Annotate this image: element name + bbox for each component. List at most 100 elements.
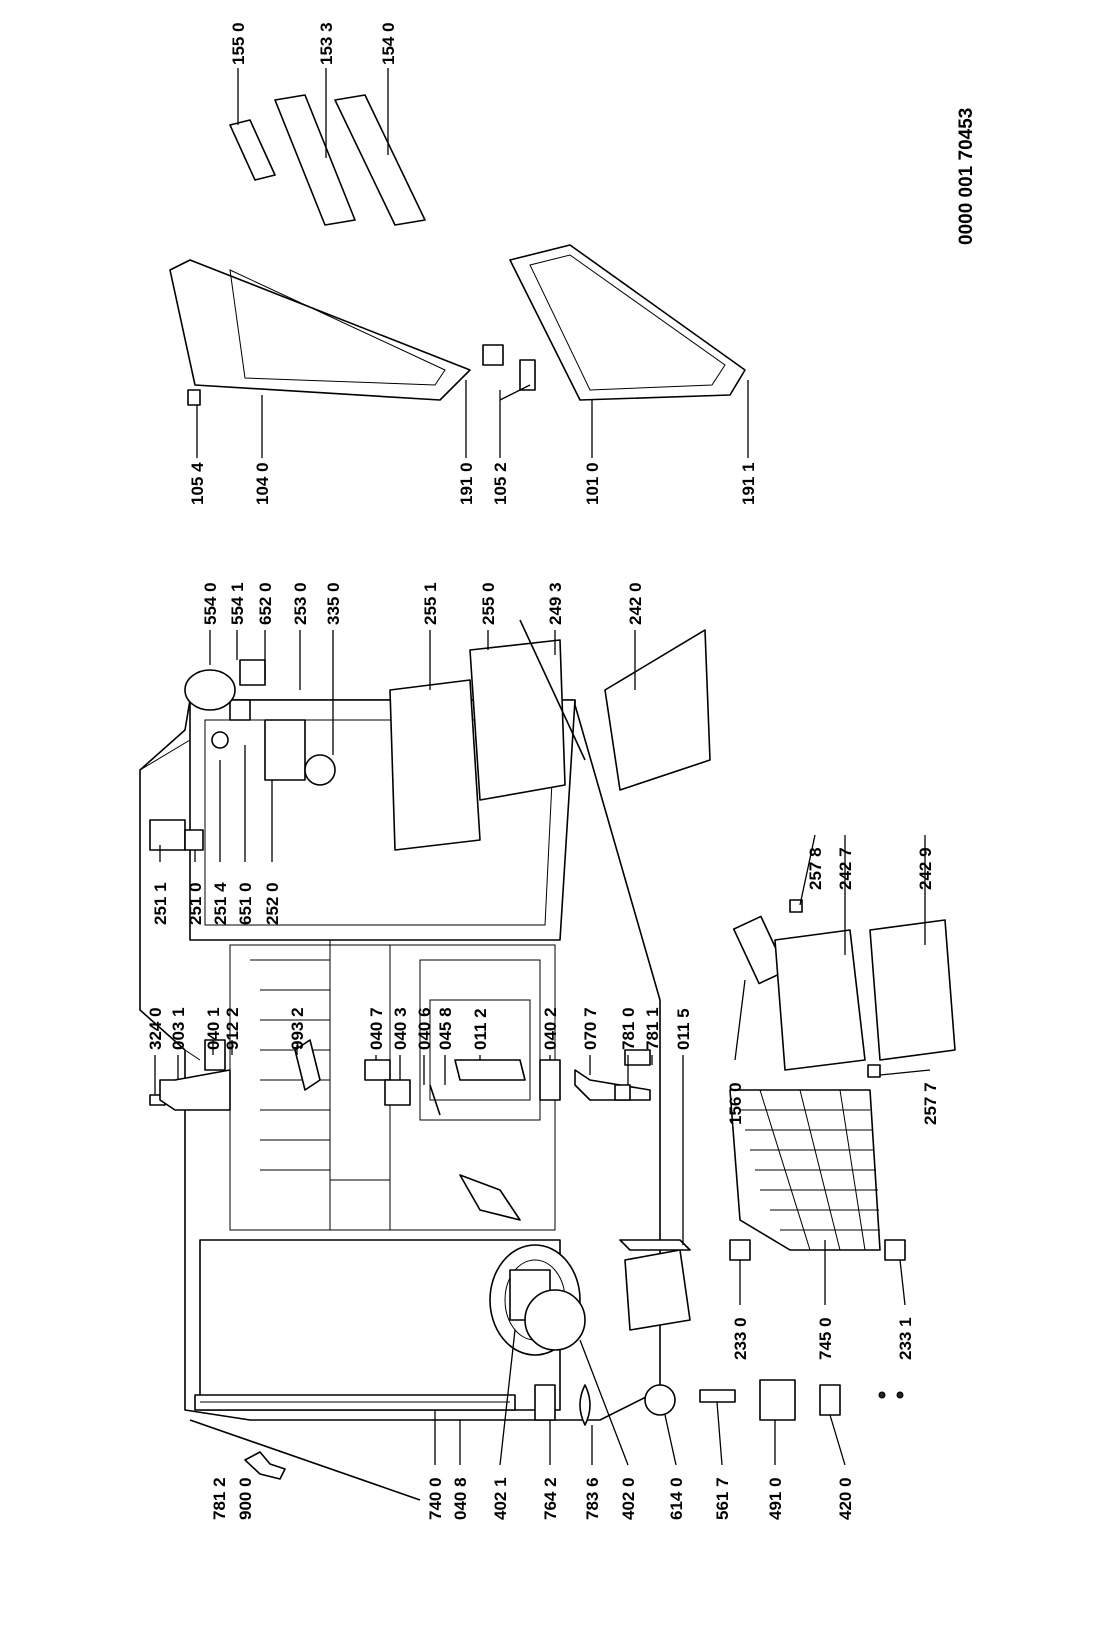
freezer-gasket-drawing — [529, 254, 726, 391]
label-105-2: 105 2 — [491, 462, 510, 505]
freezer-door-drawing — [509, 244, 746, 401]
capacitor-drawing — [819, 1384, 841, 1416]
screw-drawing — [429, 1084, 441, 1116]
fridge-gasket-drawing — [229, 269, 446, 386]
drawer-stop-bottom-drawing — [867, 1064, 881, 1078]
label-040-3: 040 3 — [391, 1007, 410, 1050]
label-561-7: 561 7 — [713, 1477, 732, 1520]
label-251-1: 251 1 — [151, 882, 170, 925]
small-knob-drawing — [614, 1084, 631, 1101]
label-900-0: 900 0 — [236, 1477, 255, 1520]
label-045-8: 045 8 — [436, 1007, 455, 1050]
hinge-block-drawing — [384, 1079, 411, 1106]
part-labels: 155 0 153 3 154 0 105 4 104 0 191 0 105 … — [146, 22, 977, 1520]
door-stop2-drawing — [519, 359, 536, 391]
label-781-2: 781 2 — [210, 1477, 229, 1520]
lamp-ring-drawing — [211, 731, 229, 749]
top-hinge-drawing — [159, 1069, 231, 1111]
label-781-1: 781 1 — [643, 1007, 662, 1050]
rail-drawing — [459, 1174, 521, 1221]
label-040-7: 040 7 — [367, 1007, 386, 1050]
label-040-1: 040 1 — [204, 1007, 223, 1050]
freezer-drawer-upper-drawing — [774, 929, 866, 1071]
compressor — [489, 1244, 586, 1356]
basket-clip2-drawing — [884, 1239, 906, 1261]
label-912-2: 912 2 — [223, 1007, 242, 1050]
door-bin-1-drawing — [274, 94, 356, 226]
label-740-0: 740 0 — [426, 1477, 445, 1520]
door-bin-2-drawing — [334, 94, 426, 226]
label-155-0: 155 0 — [229, 22, 248, 65]
condenser — [194, 1394, 516, 1411]
label-764-2: 764 2 — [541, 1477, 560, 1520]
basket-clip-drawing — [729, 1239, 751, 1261]
label-101-0: 101 0 — [583, 462, 602, 505]
shelf-glass-drawing — [469, 639, 566, 801]
label-420-0: 420 0 — [836, 1477, 855, 1520]
label-554-1: 554 1 — [228, 582, 247, 625]
label-251-0: 251 0 — [186, 882, 205, 925]
bulb-holder-drawing — [229, 699, 251, 721]
label-153-3: 153 3 — [317, 22, 336, 65]
leader-lines — [154, 68, 931, 1466]
knob-drawing — [304, 754, 336, 786]
egg-tray-drawing — [229, 119, 276, 181]
starter-drawing — [534, 1384, 556, 1421]
wire-basket — [729, 1089, 881, 1251]
crisper-drawer-drawing — [604, 629, 711, 791]
shelf-frame-drawing — [389, 679, 481, 851]
label-257-8: 257 8 — [806, 847, 825, 890]
label-614-0: 614 0 — [667, 1477, 686, 1520]
ice-tray-drawing — [732, 915, 788, 985]
lower-rail-drawing — [624, 1249, 691, 1331]
label-191-1: 191 1 — [739, 462, 758, 505]
label-402-0: 402 0 — [619, 1477, 638, 1520]
lower-trim-strip-drawing — [619, 1239, 691, 1251]
label-745-0: 745 0 — [816, 1317, 835, 1360]
label-249-3: 249 3 — [546, 582, 565, 625]
label-233-1: 233 1 — [896, 1317, 915, 1360]
shelf-trim-drawing — [519, 619, 586, 761]
rod-drawing — [189, 1419, 421, 1501]
thermostat-drawing — [239, 659, 266, 686]
thermostat-housing-drawing — [264, 719, 306, 781]
door-hinge-pin-drawing — [187, 389, 201, 406]
label-491-0: 491 0 — [766, 1477, 785, 1520]
label-255-1: 255 1 — [421, 582, 440, 625]
label-324-0: 324 0 — [146, 1007, 165, 1050]
clip-drawing — [244, 1451, 286, 1480]
freezer-drawer-lower-drawing — [869, 919, 956, 1061]
light-cover-drawing — [149, 819, 186, 851]
label-242-7: 242 7 — [836, 847, 855, 890]
drawer-stop-top-drawing — [789, 899, 803, 913]
label-011-5: 011 5 — [674, 1008, 693, 1050]
label-040-2: 040 2 — [541, 1007, 560, 1050]
label-251-4: 251 4 — [211, 882, 230, 925]
label-783-6: 783 6 — [583, 1477, 602, 1520]
label-402-1: 402 1 — [491, 1477, 510, 1520]
lamp-cover-drawing — [759, 1379, 796, 1421]
label-335-0: 335 0 — [324, 582, 343, 625]
fridge-door-drawing — [169, 259, 471, 401]
label-070-7: 070 7 — [581, 1007, 600, 1050]
wire-drawing — [294, 1039, 321, 1091]
overload-drawing — [579, 1384, 591, 1426]
lower-trim-drawing — [574, 1069, 651, 1101]
label-253-0: 253 0 — [291, 582, 310, 625]
label-252-0: 252 0 — [263, 882, 282, 925]
mid-hinge-drawing — [364, 1059, 391, 1081]
label-242-9: 242 9 — [916, 847, 935, 890]
label-651-0: 651 0 — [236, 882, 255, 925]
label-156-0: 156 0 — [726, 1082, 745, 1125]
label-040-6: 040 6 — [415, 1007, 434, 1050]
cover-strip-drawing — [454, 1059, 526, 1081]
bottom-hinge-drawing — [539, 1059, 561, 1101]
label-105-4: 105 4 — [188, 462, 207, 505]
bracket-drawing — [204, 1039, 226, 1071]
label-154-0: 154 0 — [379, 22, 398, 65]
label-554-0: 554 0 — [201, 582, 220, 625]
label-993-2: 993 2 — [288, 1007, 307, 1050]
part-drawings — [139, 94, 956, 1501]
label-233-0: 233 0 — [731, 1317, 750, 1360]
